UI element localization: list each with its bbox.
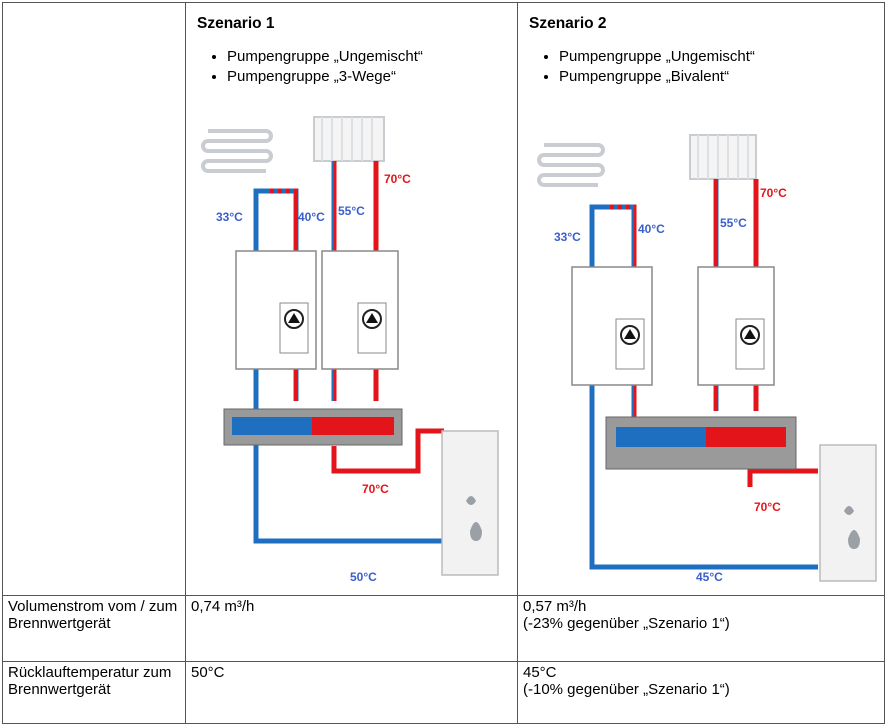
scenario2-bullets: Pumpengruppe „Ungemischt“ Pumpengruppe „… — [529, 48, 873, 85]
row-s1-return: 50°C — [185, 661, 518, 724]
radiator-icon-2 — [689, 134, 757, 180]
scenario1-cell: Szenario 1 Pumpengruppe „Ungemischt“ Pum… — [185, 2, 518, 596]
scenario1-bullet-2: Pumpengruppe „3-Wege“ — [227, 68, 506, 85]
row-label-volume: Volumenstrom vom / zum Brennwertgerät — [2, 595, 186, 662]
scenario2-bullet-2: Pumpengruppe „Bivalent“ — [559, 68, 873, 85]
s2-temp-45: 45°C — [696, 570, 723, 584]
scenario2-bullet-1: Pumpengruppe „Ungemischt“ — [559, 48, 873, 65]
s1-temp-70b: 70°C — [362, 482, 389, 496]
pump-group-mixed — [235, 250, 317, 370]
pump-group-unmixed — [321, 250, 399, 370]
row-label-return: Rücklauftemperatur zum Brennwertgerät — [2, 661, 186, 724]
row-s2-volume-value: 0,57 m³/h — [523, 598, 587, 615]
s1-temp-50: 50°C — [350, 570, 377, 584]
row-s2-volume: 0,57 m³/h (-23% gegenüber „Szenario 1“) — [517, 595, 885, 662]
pump-group-bivalent — [697, 266, 775, 386]
floor-heating-icon — [201, 129, 273, 173]
row-s2-return-value: 45°C — [523, 664, 557, 681]
table-row: Rücklauftemperatur zum Brennwertgerät 50… — [2, 661, 885, 724]
s2-temp-40: 40°C — [638, 222, 665, 236]
s1-temp-40: 40°C — [298, 210, 325, 224]
radiator-icon — [313, 116, 385, 162]
pump-group-mixed-2 — [571, 266, 653, 386]
scenario1-diagram: 33°C 40°C 55°C 70°C 70°C 50°C — [201, 116, 499, 584]
s1-temp-70a: 70°C — [384, 172, 411, 186]
s2-temp-33: 33°C — [554, 230, 581, 244]
scenario2-diagram: 33°C 40°C 55°C 70°C 70°C 45°C — [537, 134, 877, 584]
scenario1-bullets: Pumpengruppe „Ungemischt“ Pumpengruppe „… — [197, 48, 506, 85]
s2-temp-55: 55°C — [720, 216, 747, 230]
diagram-row: Szenario 1 Pumpengruppe „Ungemischt“ Pum… — [2, 2, 885, 596]
row-s2-return-note: (-10% gegenüber „Szenario 1“) — [523, 681, 730, 698]
scenario2-title: Szenario 2 — [529, 15, 607, 32]
boiler-icon-2 — [819, 444, 877, 582]
s1-temp-33: 33°C — [216, 210, 243, 224]
empty-header-cell — [2, 2, 186, 596]
floor-heating-icon-2 — [537, 143, 605, 187]
table-row: Volumenstrom vom / zum Brennwertgerät 0,… — [2, 595, 885, 662]
s2-temp-70a: 70°C — [760, 186, 787, 200]
row-s2-volume-note: (-23% gegenüber „Szenario 1“) — [523, 615, 730, 632]
boiler-icon — [441, 430, 499, 576]
s2-temp-70b: 70°C — [754, 500, 781, 514]
scenario1-bullet-1: Pumpengruppe „Ungemischt“ — [227, 48, 506, 65]
row-s2-return: 45°C (-10% gegenüber „Szenario 1“) — [517, 661, 885, 724]
scenario2-cell: Szenario 2 Pumpengruppe „Ungemischt“ Pum… — [517, 2, 885, 596]
scenario1-title: Szenario 1 — [197, 15, 275, 32]
row-s1-volume: 0,74 m³/h — [185, 595, 518, 662]
s1-temp-55: 55°C — [338, 204, 365, 218]
